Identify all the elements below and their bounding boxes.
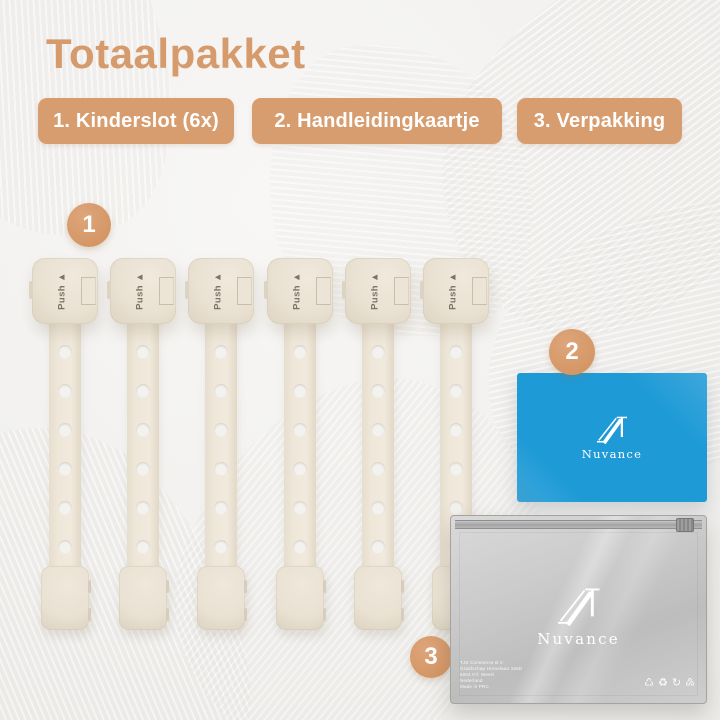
strap-hole [136, 345, 150, 359]
strap-hole [58, 384, 72, 398]
lock-head-tab [107, 281, 111, 299]
fine-print-line: 6004 HT, Weert [460, 672, 494, 677]
strap-hole [449, 345, 463, 359]
push-button-label: Push ▲ [212, 272, 224, 310]
resin-code-icon: ♴ [685, 677, 695, 689]
nuvance-logo-icon [557, 588, 600, 626]
strap-hole [136, 423, 150, 437]
fine-print-line: Made in PRC [460, 684, 489, 689]
lock-head-tab [185, 281, 189, 299]
card-brand-logo: Nuvance [582, 415, 643, 461]
bag-zipper-slider [676, 518, 694, 532]
recycling-icon: ♻ [658, 677, 668, 689]
packaging-bag: Nuvance TJS Commerce B.V. Graafschap Hor… [450, 515, 707, 704]
callout-badge-locks: 1 [67, 203, 111, 247]
nuvance-logo-icon [596, 416, 628, 444]
bag-certification-icons: ♺ ♻ ↻ ♴ [644, 678, 695, 689]
strap-hole [371, 345, 385, 359]
card-brand-name: Nuvance [581, 446, 643, 461]
green-dot-icon: ♺ [644, 677, 655, 689]
strap-hole [214, 345, 228, 359]
fine-print-line: Nederland [460, 678, 483, 683]
strap-hole [136, 384, 150, 398]
lock-head: Push ▲ [29, 258, 98, 324]
bag-zipper [455, 518, 702, 532]
push-button-label: Push ▲ [56, 272, 68, 310]
callout-badge-card: 2 [549, 329, 595, 375]
lock-head: Push ▲ [185, 258, 254, 324]
legend-item-verpakking: 3. Verpakking [517, 98, 682, 144]
strap-hole [58, 345, 72, 359]
lock-head-tab [29, 281, 33, 299]
bag-brand-logo: Nuvance [537, 586, 620, 648]
lock-latch [237, 277, 252, 305]
strap-hole [293, 345, 307, 359]
lock-head-tab [264, 281, 268, 299]
lock-head: Push ▲ [107, 258, 176, 324]
callout-badge-bag: 3 [410, 636, 452, 678]
strap-hole [293, 384, 307, 398]
strap-hole [214, 384, 228, 398]
fine-print-line: Graafschap Hornelaan 155D [460, 666, 523, 671]
legend-item-kinderslot: 1. Kinderslot (6x) [38, 98, 234, 144]
manual-card: Nuvance [517, 373, 707, 502]
lock-latch [159, 277, 174, 305]
tidyman-icon: ↻ [671, 677, 682, 689]
strap-hole [214, 423, 228, 437]
page-title: Totaalpakket [46, 30, 306, 77]
lock-latch [81, 277, 96, 305]
bag-fine-print: TJS Commerce B.V. Graafschap Hornelaan 1… [460, 660, 522, 690]
push-button-label: Push ▲ [134, 272, 146, 310]
bag-brand-name: Nuvance [537, 630, 620, 648]
legend-item-handleidingkaartje: 2. Handleidingkaartje [252, 98, 502, 144]
fine-print-line: TJS Commerce B.V. [460, 660, 504, 665]
